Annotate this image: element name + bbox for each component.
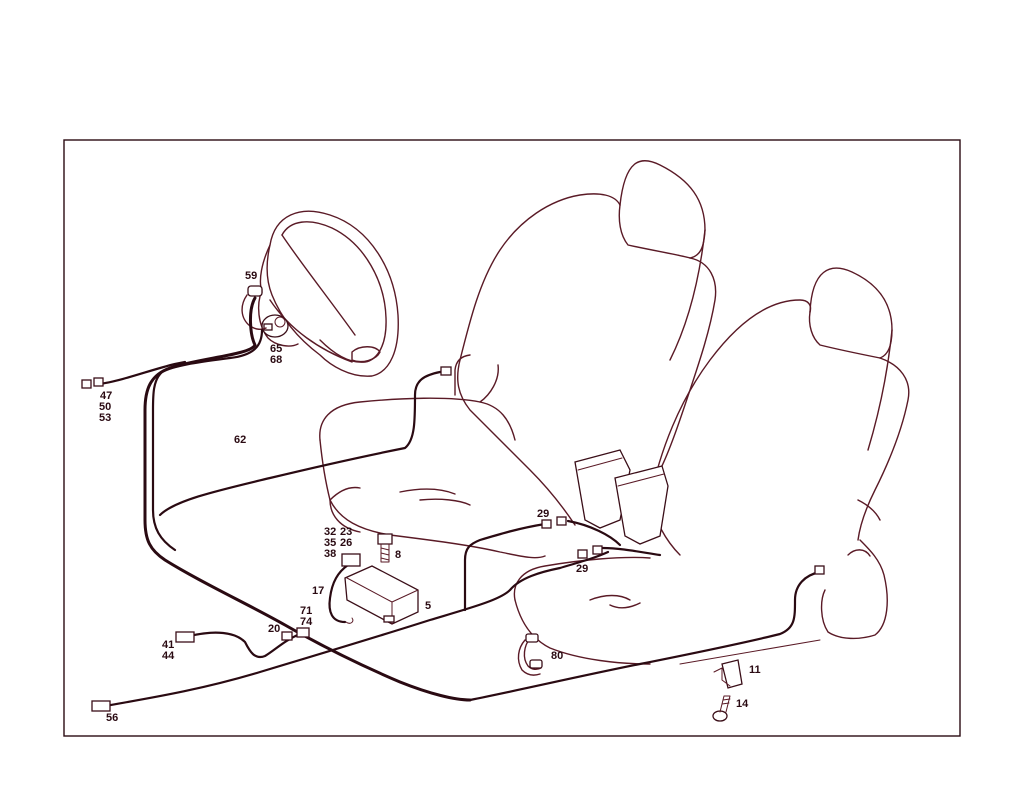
connector-56 [91,700,111,712]
label-23: 23 [340,526,352,538]
label-74: 74 [300,616,313,628]
connector-32 [341,553,361,567]
label-29-bottom: 29 [576,563,588,575]
label-38: 38 [324,548,336,560]
label-44: 44 [162,650,175,662]
connector-47 [81,379,92,389]
connectors [81,366,825,712]
bolt [377,533,393,563]
label-11: 11 [749,664,761,676]
label-65: 65 [270,343,282,355]
front-left-seat [319,160,717,559]
wiring-harness [98,296,822,708]
connector-20 [281,631,293,641]
label-29-top: 29 [537,508,549,520]
label-41: 41 [162,639,174,651]
bracket [713,659,743,689]
label-26: 26 [340,537,352,549]
connector-right [814,565,825,575]
connector-29-top-a [541,519,552,529]
label-5: 5 [425,600,431,612]
label-80: 80 [551,650,563,662]
label-50: 50 [99,401,111,413]
clip [517,633,543,676]
label-47: 47 [100,390,112,402]
diagram-frame [63,139,961,737]
label-68: 68 [270,354,282,366]
steering-wheel [257,210,399,377]
label-32: 32 [324,526,336,538]
label-20: 20 [268,623,280,635]
connector-29-low-a [577,549,588,559]
connector-29-top-b [556,516,567,526]
part-labels: 59 65 68 47 50 53 62 32 23 35 26 38 8 17… [99,270,761,724]
label-56: 56 [106,712,118,724]
label-71: 71 [300,605,312,617]
floor-rail [679,639,821,665]
label-14: 14 [736,698,749,710]
connector-50 [93,377,104,387]
connector-71-74 [296,627,310,638]
label-8: 8 [395,549,401,561]
front-right-seat [513,267,910,665]
seat-belt-buckles [574,449,669,545]
steering-column-hub [241,285,289,338]
connector-41-44 [175,631,195,643]
label-17: 17 [312,585,324,597]
connector-29-low-b [592,545,603,555]
label-35: 35 [324,537,336,549]
screw [712,695,731,722]
control-unit [344,565,419,625]
label-53: 53 [99,412,111,424]
label-62: 62 [234,434,246,446]
label-59: 59 [245,270,257,282]
